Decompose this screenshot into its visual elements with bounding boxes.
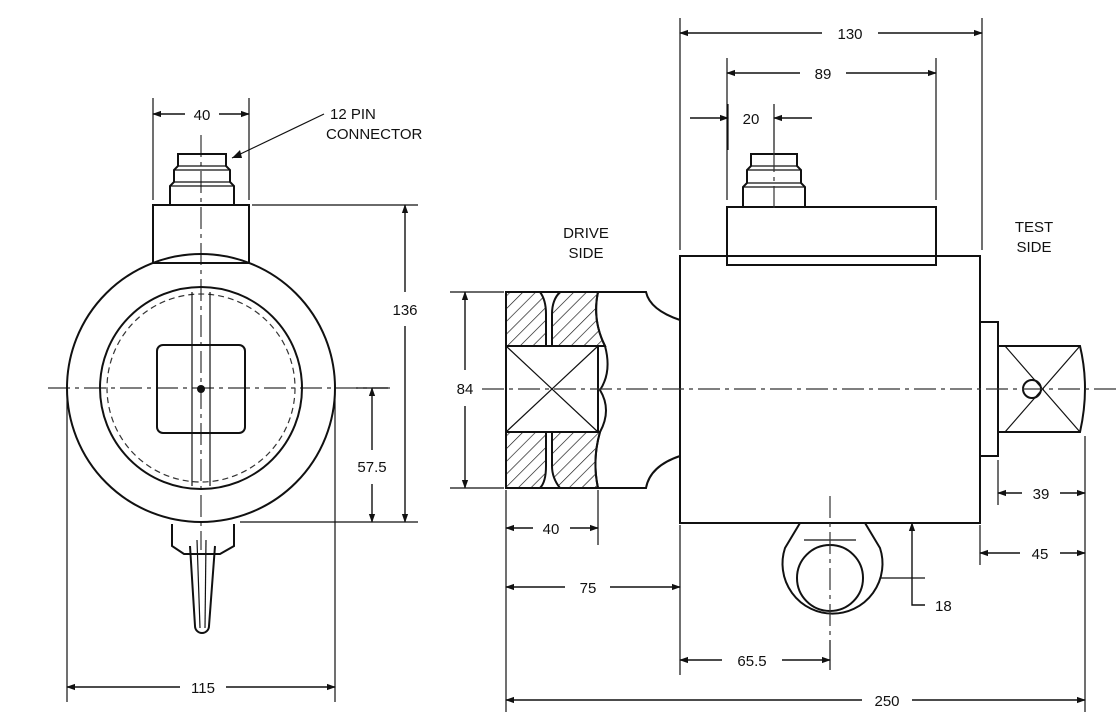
drive-side-label-line1: DRIVE xyxy=(563,225,609,242)
front-inner-ring xyxy=(99,286,303,490)
dim-side-drive-to-body: 75 xyxy=(580,580,597,597)
dim-front-body-width: 115 xyxy=(191,680,215,697)
dim-side-connector-width: 20 xyxy=(743,111,760,128)
side-view: DRIVE SIDE TEST SIDE 130 89 20 84 40 xyxy=(450,18,1118,712)
front-outer-body xyxy=(66,253,336,523)
side-section-hatch-top-left xyxy=(505,291,547,347)
dim-side-connector-span: 89 xyxy=(815,66,832,83)
drive-side-label-line2: SIDE xyxy=(568,245,603,262)
dim-side-body-to-handle: 65.5 xyxy=(737,653,766,670)
test-side-label-line1: TEST xyxy=(1015,219,1053,236)
side-handle-ring xyxy=(781,522,884,615)
front-12pin-connector xyxy=(169,153,235,205)
dim-front-height: 136 xyxy=(392,302,417,319)
test-side-label-line2: SIDE xyxy=(1016,239,1051,256)
side-connector-housing xyxy=(726,206,937,266)
dim-side-overall-top: 130 xyxy=(837,26,862,43)
dim-side-test-square: 39 xyxy=(1033,486,1050,503)
front-view: 12 PIN CONNECTOR 40 136 57.5 115 xyxy=(48,98,423,702)
connector-leader xyxy=(231,113,325,159)
side-section-hatch-bottom-left xyxy=(505,431,547,489)
front-hidden-bore xyxy=(106,293,296,483)
dim-front-connector-width: 40 xyxy=(194,107,211,124)
connector-label-line1: 12 PIN xyxy=(330,106,376,123)
front-handle-lever xyxy=(189,545,216,634)
front-square-drive xyxy=(156,344,246,434)
front-handle-base xyxy=(171,524,235,555)
front-center-hole xyxy=(197,385,205,393)
side-section-hatch-bottom-right xyxy=(551,431,602,489)
connector-label-line2: CONNECTOR xyxy=(326,126,423,143)
dim-side-test-flange: 45 xyxy=(1032,546,1049,563)
dim-front-axis-bottom: 57.5 xyxy=(357,459,386,476)
side-drive-hub xyxy=(506,291,681,489)
dim-side-drive-square: 40 xyxy=(543,521,560,538)
front-connector-housing xyxy=(152,204,250,264)
dim-side-handle-offset: 18 xyxy=(935,598,952,615)
dim-side-drive-height: 84 xyxy=(457,381,474,398)
dim-side-overall-length: 250 xyxy=(874,693,899,710)
